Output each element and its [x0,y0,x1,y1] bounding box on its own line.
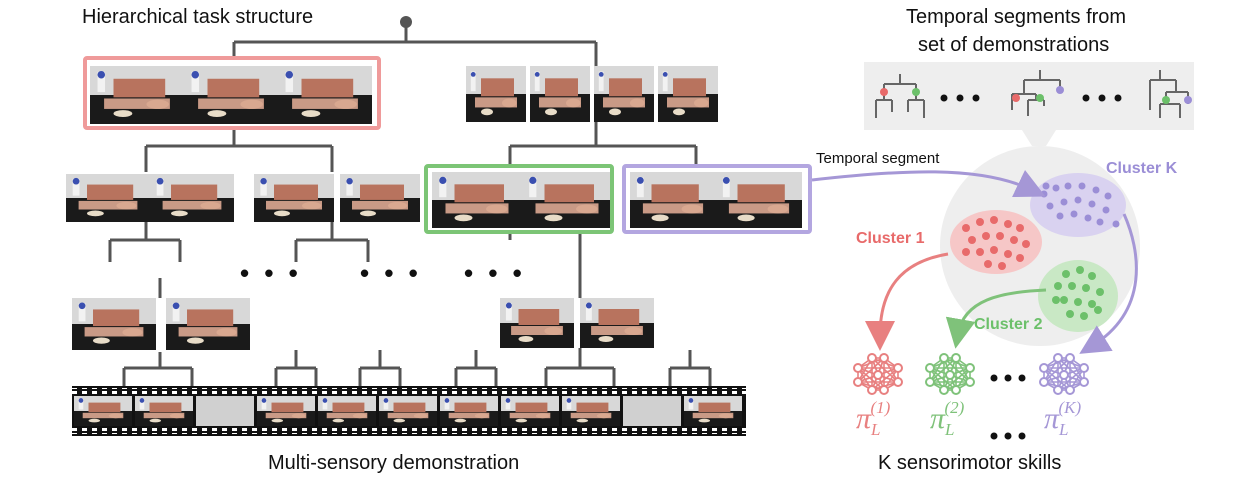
thumb-group-l1a-frame [150,174,234,222]
thumb-group-l2b [500,298,654,348]
tree-ellipsis-3: • • • [464,258,526,288]
thumbnail-groups [66,66,802,350]
film-frame [501,396,559,426]
tree-ellipsis-2: • • • [360,258,422,288]
film-frame-blank [196,396,254,426]
segments-panel [864,62,1194,130]
hierarchy-title: Hierarchical task structure [82,6,314,28]
cluster-points [962,182,1120,320]
thumb-group-l2b-frame [500,298,574,348]
thumb-group-top-right-frame [594,66,654,122]
highlight-box-red [83,56,381,130]
cluster-k-arrow [1079,213,1138,354]
policy-1-sup: (1) [870,398,891,417]
segments-title-line2: set of demonstrations [918,34,1110,56]
policy-k-symbol: π [1044,402,1060,435]
thumb-group-top-left [90,66,372,124]
thumb-group-green-frame [522,172,612,228]
thumb-group-l2a [72,298,250,350]
film-frame-blank [623,396,681,426]
policy-2: πL (2) [930,398,974,440]
policy-k-sub: L [1059,420,1069,439]
segments-title-line1: Temporal segments from [906,6,1127,28]
film-frame [74,396,132,426]
thumb-group-l1a [66,174,234,222]
film-strip [72,386,746,436]
policy-k-sup: (K) [1058,398,1082,417]
policy-1-symbol: π [856,402,872,435]
thumb-group-green [432,172,612,228]
thumb-group-l1b-frame [340,174,420,222]
task-tree-lines [108,22,712,386]
network-icon-2 [925,353,975,395]
film-frame [562,396,620,426]
thumb-group-purple [630,172,802,228]
thumb-group-top-right [466,66,718,122]
segments-ellipsis [940,94,1122,102]
policy-1-sub: L [871,420,881,439]
thumb-group-purple-frame [716,172,802,228]
thumb-group-l2a-frame [72,298,156,350]
cluster-2-label: Cluster 2 [974,316,1043,333]
thumb-group-l1a-frame [66,174,150,222]
policy-2-sub: L [945,420,955,439]
thumb-group-top-left-frame [184,66,278,124]
thumb-group-l2b-frame [580,298,654,348]
skills-label: K sensorimotor skills [878,452,1062,474]
cluster-k-label: Cluster K [1106,160,1178,177]
highlight-box-purple [622,164,812,234]
film-frame [684,396,742,426]
thumb-group-l1b [254,174,420,222]
temporal-segment-arrow [811,169,1046,198]
film-frame [379,396,437,426]
thumb-group-green-frame [432,172,522,228]
film-frame [318,396,376,426]
network-icon-k [1039,353,1089,395]
thumb-group-top-left-frame [278,66,372,124]
thumb-group-top-right-frame [466,66,526,122]
cluster-2-arrow [945,288,1047,349]
tree-ellipsis-1: • • • [240,258,302,288]
film-frame [135,396,193,426]
thumb-group-top-right-frame [658,66,718,122]
film-frame [440,396,498,426]
film-frame [257,396,315,426]
skills-ellipsis [990,374,1026,440]
tree-root-node [400,16,412,28]
cluster-1-label: Cluster 1 [856,230,925,247]
thumb-group-top-left-frame [90,66,184,124]
thumb-group-l1b-frame [254,174,334,222]
thumb-group-l2a-frame [166,298,250,350]
mini-tree-nodes [880,86,1192,104]
network-icon-1 [853,353,903,395]
policy-2-symbol: π [930,402,946,435]
policy-1: πL (1) [856,398,900,440]
thumb-group-top-right-frame [530,66,590,122]
policy-k: πL (K) [1044,398,1091,440]
policy-2-sup: (2) [944,398,965,417]
temporal-segment-label: Temporal segment [816,150,940,167]
cluster-k-region [1030,173,1126,237]
thumb-group-purple-frame [630,172,716,228]
cluster-1-arrow [865,252,949,351]
highlight-box-green [424,164,614,234]
demonstration-label: Multi-sensory demonstration [268,452,520,474]
